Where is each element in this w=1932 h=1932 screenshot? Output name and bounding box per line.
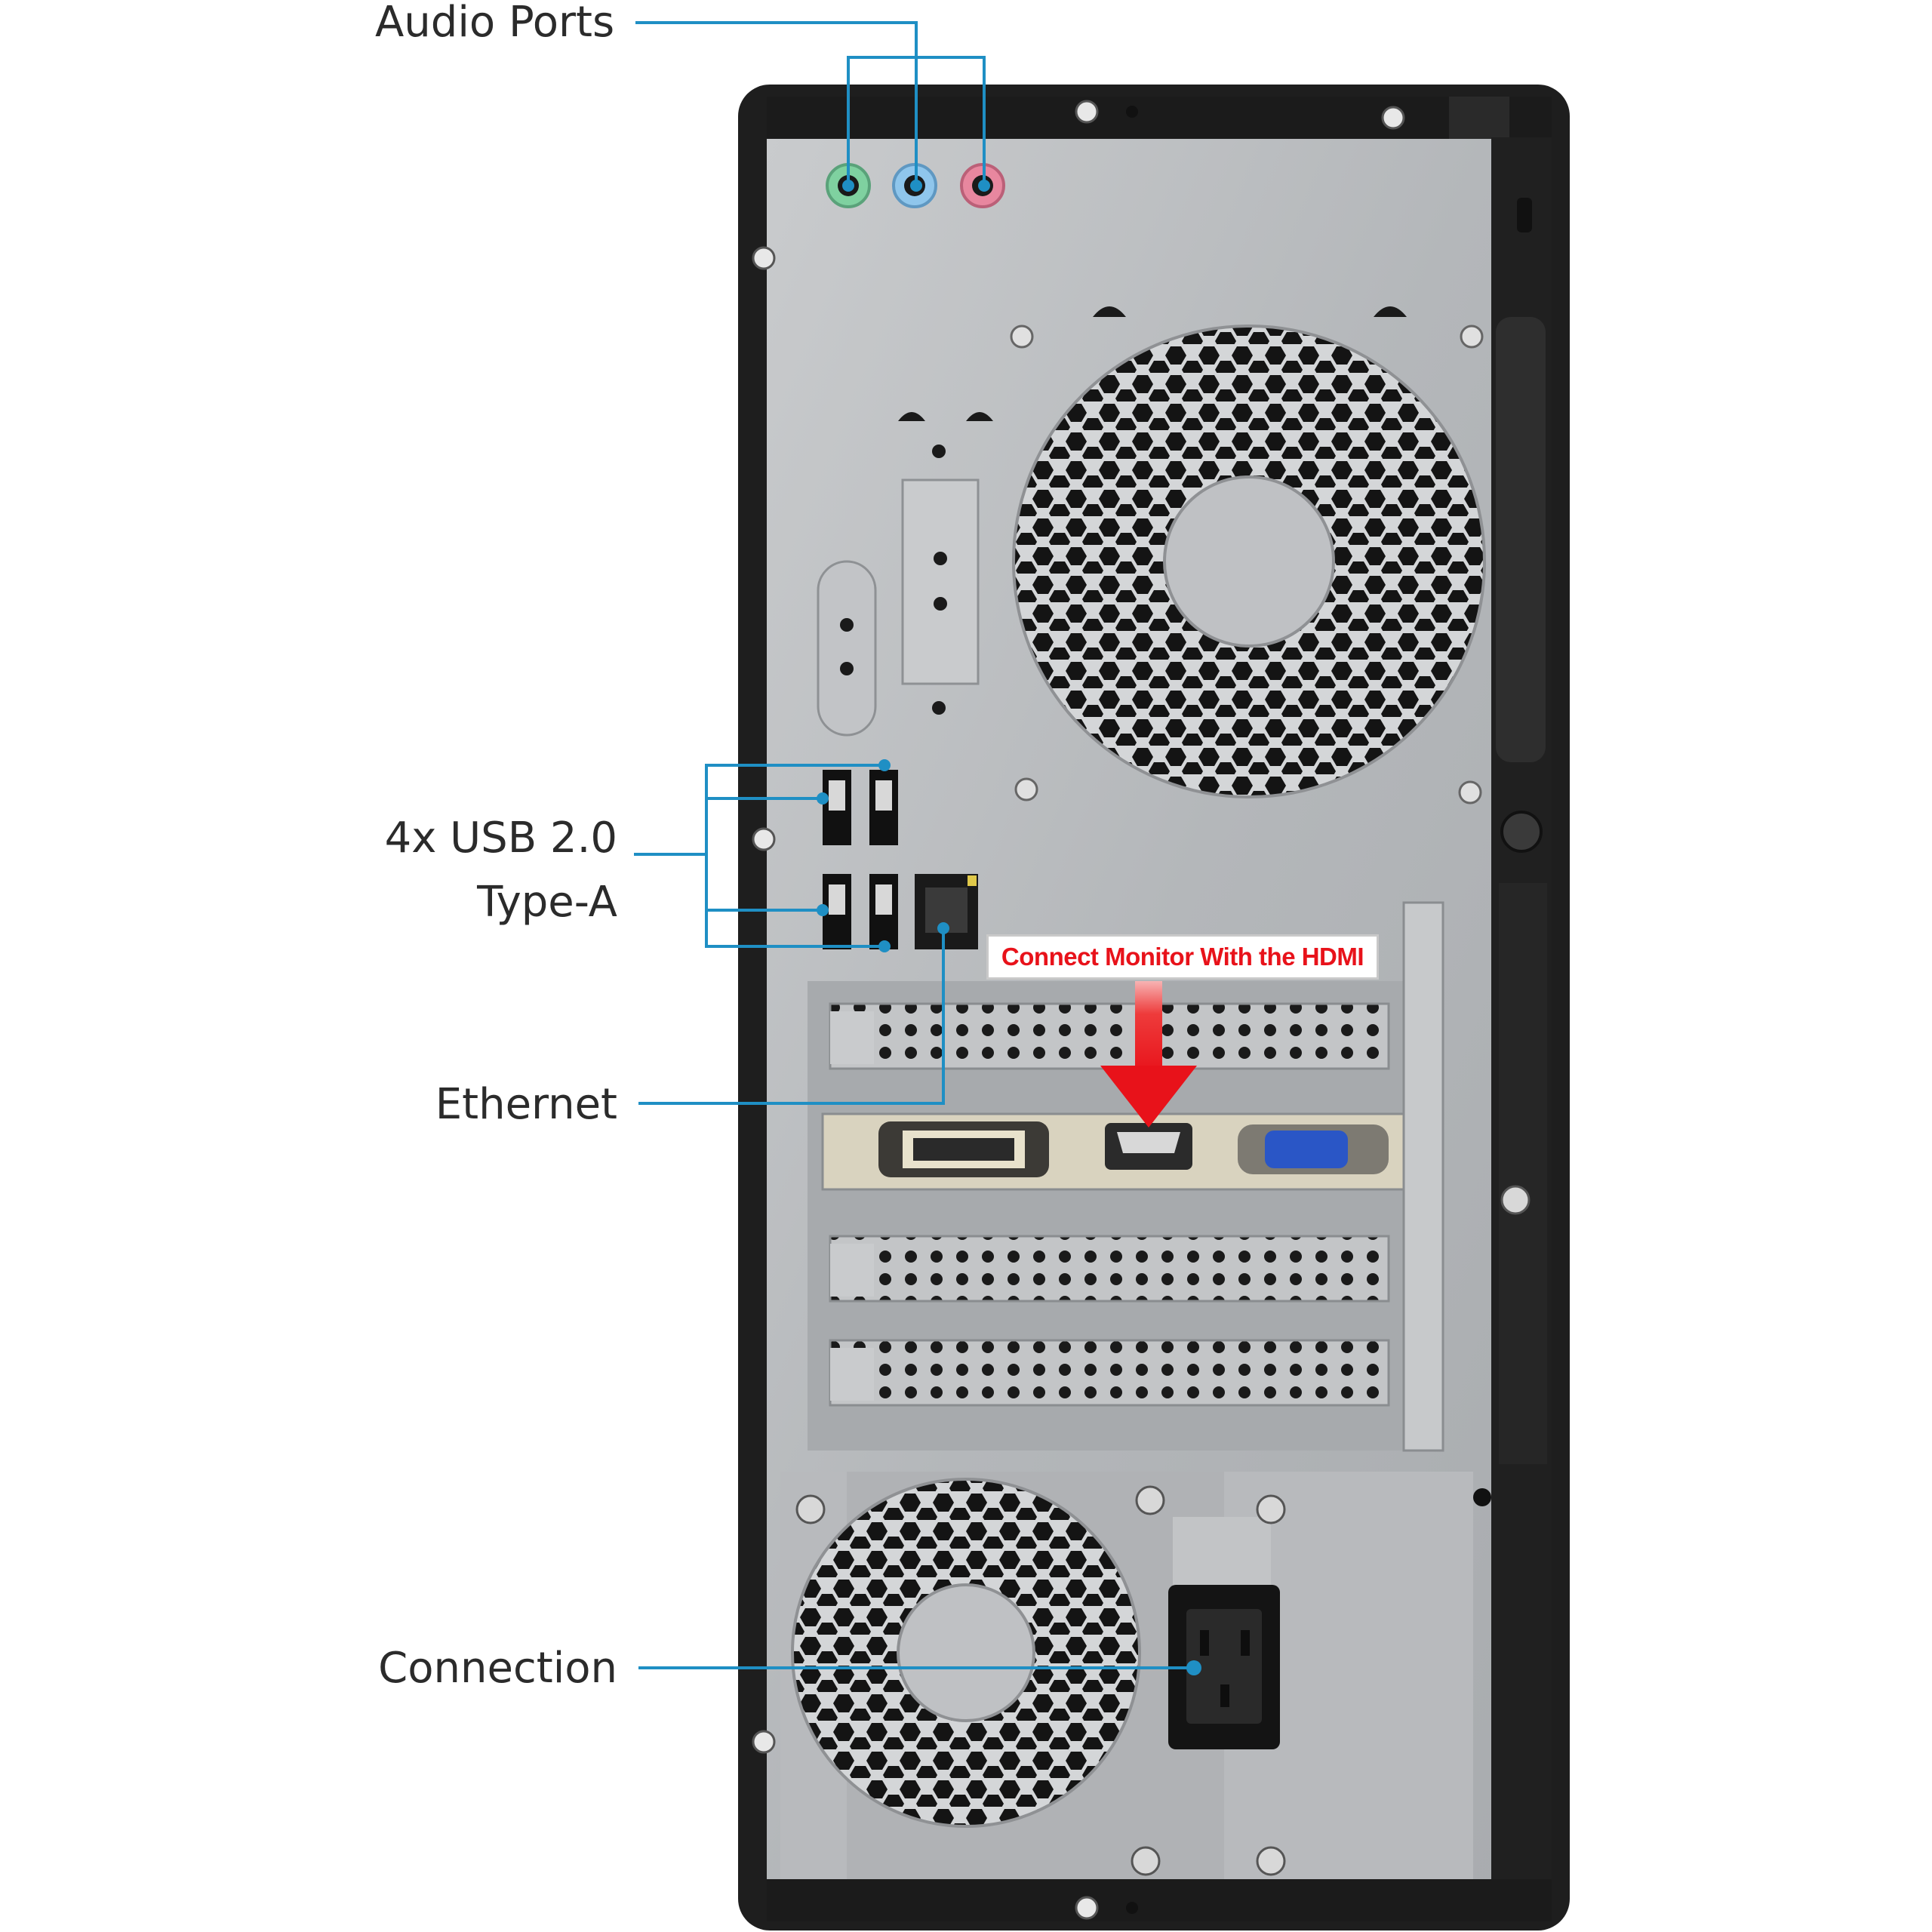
fan-grille-icon (1012, 325, 1486, 798)
audio-ports-bracket (847, 56, 986, 186)
arrow-down-icon (1100, 981, 1197, 1128)
usb-label-line1: 4x USB 2.0 (384, 814, 617, 863)
expansion-slots (808, 901, 1444, 1452)
usb-leader (634, 764, 884, 856)
power-socket-icon (1168, 1585, 1280, 1749)
dvi-port-icon (878, 1121, 1049, 1177)
usb-ports (823, 770, 898, 949)
ethernet-leader (638, 928, 945, 1105)
usb-port-icon (823, 874, 851, 949)
vga-port-icon (1238, 1124, 1389, 1174)
callout-dots (817, 180, 1201, 1675)
ethernet-port-icon (915, 874, 978, 949)
audio-ports (826, 163, 1005, 208)
usb-label-line2: Type-A (477, 878, 617, 927)
usb-bracket-b (705, 854, 884, 948)
usb-port-icon (823, 770, 851, 845)
usb-port-icon (869, 770, 898, 845)
audio-ports-label: Audio Ports (375, 0, 615, 47)
connection-label: Connection (378, 1644, 617, 1693)
hdmi-instruction-banner: Connect Monitor With the HDMI (986, 934, 1379, 980)
panel-details (817, 306, 1484, 804)
hdmi-port-icon (1105, 1123, 1192, 1170)
callout-lines (634, 21, 1194, 1669)
usb-port-icon (869, 874, 898, 949)
power-supply (780, 1472, 1473, 1879)
ethernet-label: Ethernet (435, 1080, 617, 1129)
audio-ports-leader (635, 21, 918, 186)
